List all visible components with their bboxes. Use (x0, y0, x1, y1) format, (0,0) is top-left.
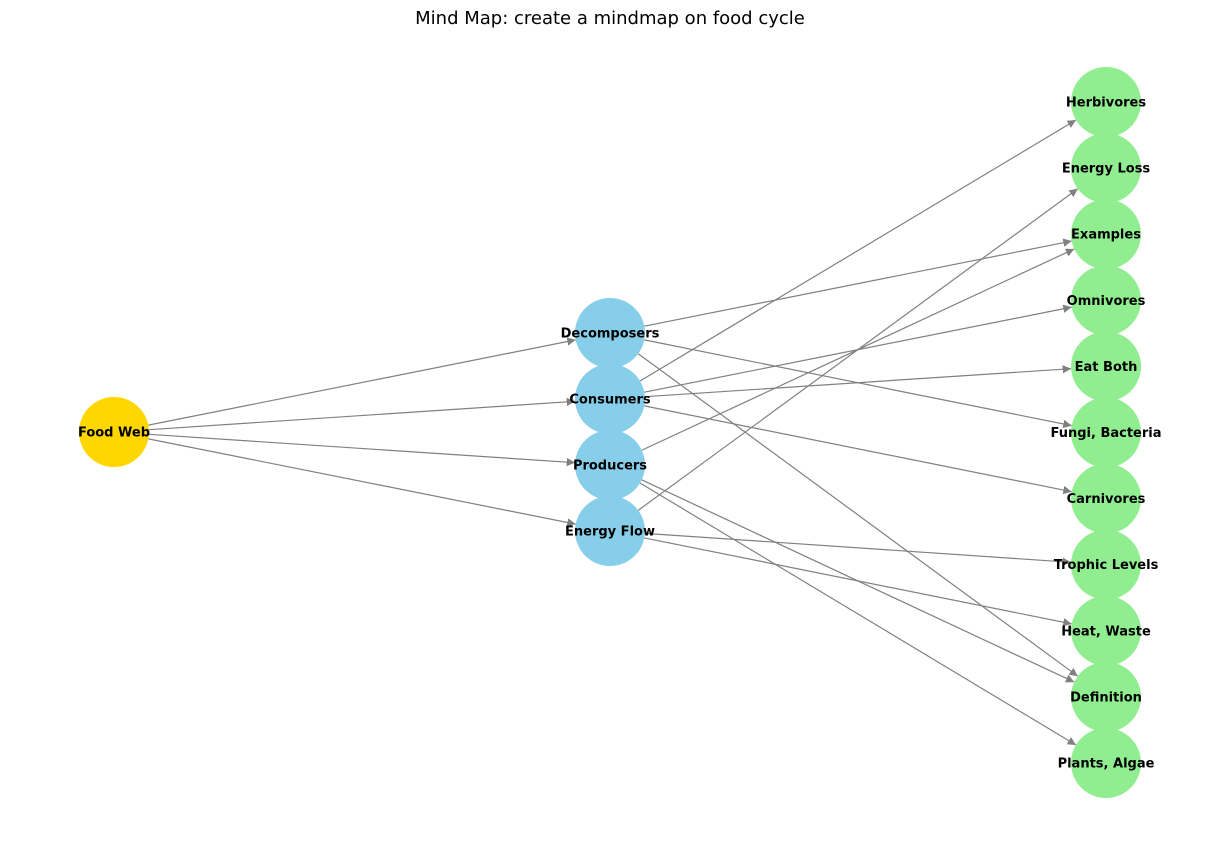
node-label-fungi-bacteria: Fungi, Bacteria (1050, 426, 1161, 441)
node-label-consumers: Consumers (569, 393, 650, 408)
node-circle-herbivores (1071, 67, 1141, 137)
node-producers: Producers (573, 430, 647, 500)
node-circle-consumers (575, 364, 645, 434)
node-herbivores: Herbivores (1066, 67, 1147, 137)
node-circle-producers (575, 430, 645, 500)
node-fungi-bacteria: Fungi, Bacteria (1050, 397, 1162, 468)
node-label-heat-waste: Heat, Waste (1061, 624, 1151, 639)
edge-consumers-to-herbivores (639, 119, 1077, 382)
node-label-eat-both: Eat Both (1075, 360, 1138, 375)
edge-food-web-to-decomposers (148, 337, 576, 426)
node-eat-both: Eat Both (1071, 331, 1141, 402)
edge-producers-to-plants-algae (639, 482, 1077, 746)
node-consumers: Consumers (569, 364, 651, 434)
node-decomposers: Decomposers (561, 298, 660, 368)
node-circle-trophic-levels (1071, 529, 1141, 600)
node-label-food-web: Food Web (78, 426, 150, 441)
node-circle-carnivores (1071, 463, 1141, 534)
node-label-trophic-levels: Trophic Levels (1054, 558, 1159, 573)
node-trophic-levels: Trophic Levels (1054, 529, 1159, 600)
node-circle-heat-waste (1071, 595, 1141, 666)
page-title: Mind Map: create a mindmap on food cycle (415, 8, 805, 29)
edge-energy-flow-to-energy-loss (637, 188, 1079, 511)
edges-layer (148, 119, 1079, 746)
edge-food-web-to-consumers (148, 397, 576, 431)
edge-energy-flow-to-heat-waste (644, 537, 1072, 627)
node-circle-decomposers (575, 298, 645, 368)
node-circle-energy-loss (1071, 133, 1141, 204)
node-food-web: Food Web (78, 397, 150, 467)
edge-consumers-to-carnivores (644, 405, 1072, 495)
node-circle-energy-flow (575, 496, 645, 566)
node-label-producers: Producers (573, 459, 647, 474)
node-omnivores: Omnivores (1067, 265, 1146, 336)
node-label-herbivores: Herbivores (1066, 96, 1147, 111)
edge-food-web-to-energy-flow (148, 438, 576, 527)
node-plants-algae: Plants, Algae (1058, 728, 1155, 798)
node-heat-waste: Heat, Waste (1061, 595, 1151, 666)
node-label-decomposers: Decomposers (561, 327, 660, 342)
node-label-examples: Examples (1071, 228, 1141, 243)
node-circle-definition (1071, 661, 1141, 732)
node-examples: Examples (1071, 199, 1141, 270)
node-label-definition: Definition (1070, 690, 1142, 705)
edge-decomposers-to-examples (644, 238, 1072, 327)
node-definition: Definition (1070, 661, 1142, 732)
edge-energy-flow-to-trophic-levels (644, 532, 1072, 566)
edge-food-web-to-producers (148, 433, 576, 467)
node-energy-flow: Energy Flow (565, 496, 655, 566)
nodes-layer: Food WebDecomposersConsumersProducersEne… (78, 67, 1162, 798)
edge-decomposers-to-definition (637, 353, 1079, 677)
node-energy-loss: Energy Loss (1062, 133, 1151, 204)
node-circle-fungi-bacteria (1071, 397, 1141, 468)
node-circle-eat-both (1071, 331, 1141, 402)
node-label-energy-flow: Energy Flow (565, 525, 655, 540)
edge-consumers-to-eat-both (644, 365, 1072, 398)
node-label-omnivores: Omnivores (1067, 294, 1146, 309)
node-circle-food-web (79, 397, 149, 467)
node-circle-omnivores (1071, 265, 1141, 336)
node-circle-examples (1071, 199, 1141, 270)
node-carnivores: Carnivores (1067, 463, 1146, 534)
node-label-energy-loss: Energy Loss (1062, 162, 1151, 177)
node-circle-plants-algae (1071, 728, 1141, 798)
node-label-carnivores: Carnivores (1067, 492, 1146, 507)
node-label-plants-algae: Plants, Algae (1058, 757, 1155, 772)
